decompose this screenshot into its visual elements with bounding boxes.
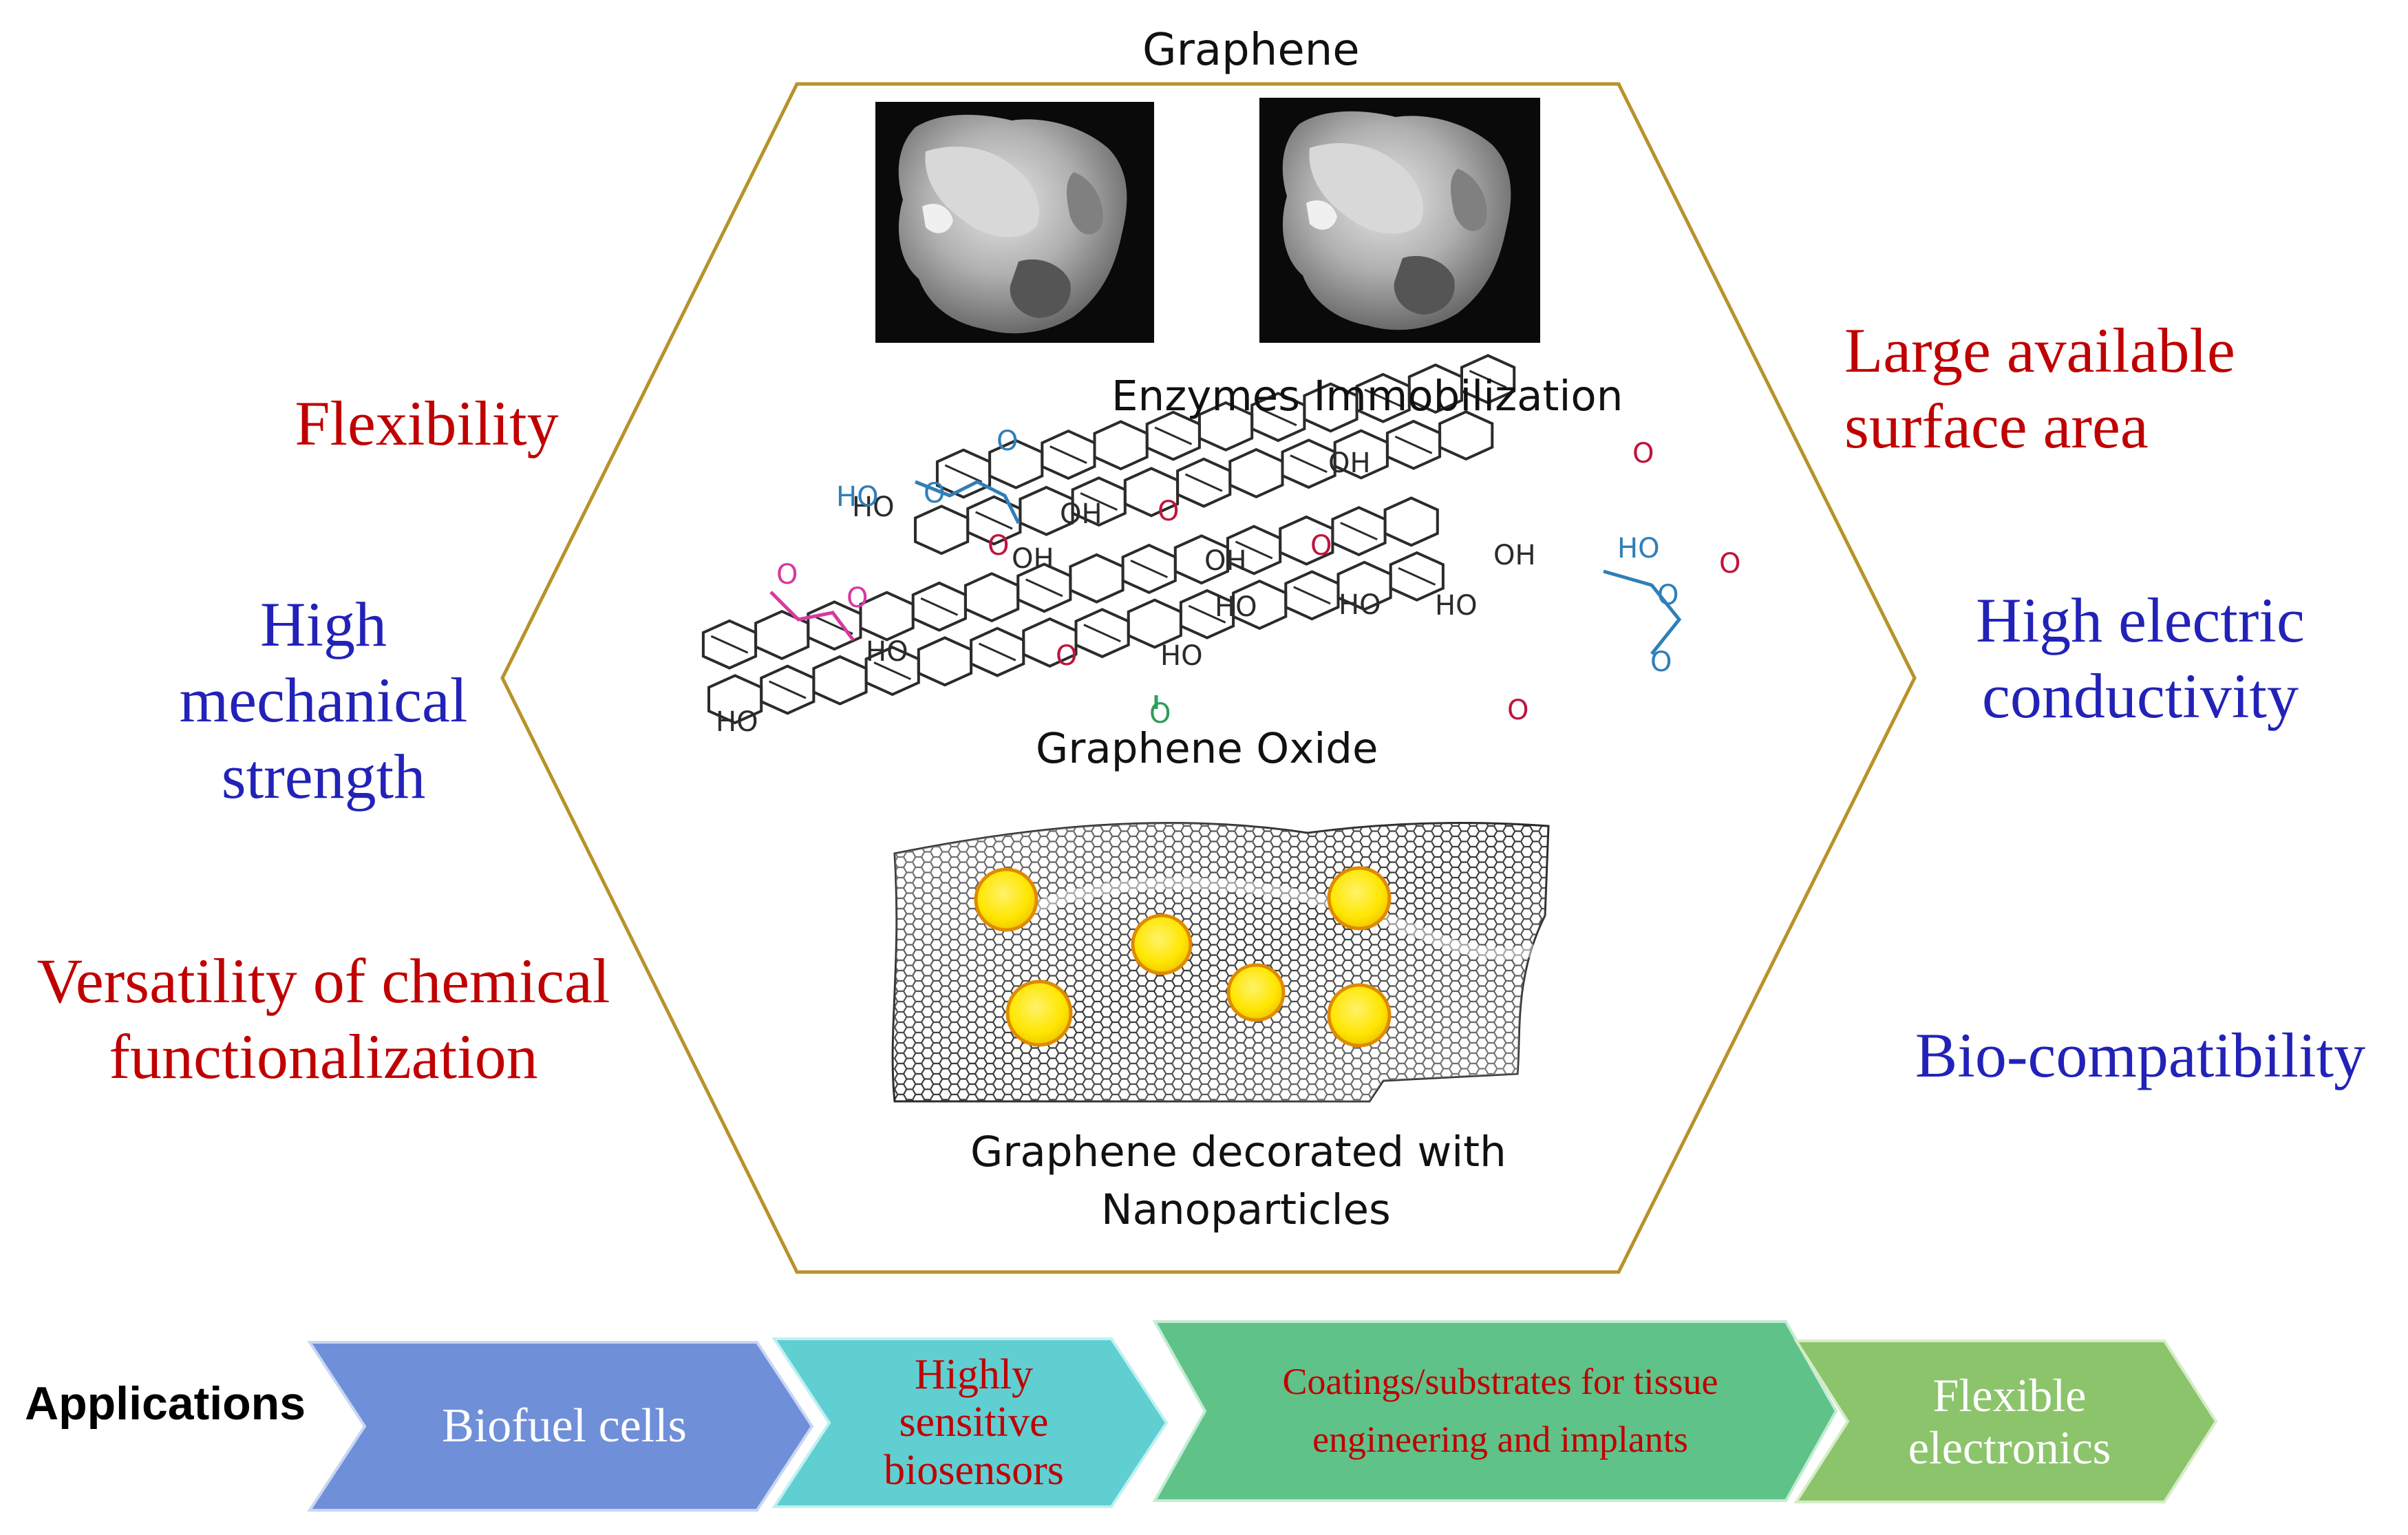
ring-bond <box>917 636 973 687</box>
functional-group-label: HO <box>1160 640 1203 672</box>
nanoparticles-label-line1: Graphene decorated with <box>970 1128 1506 1176</box>
functional-group-label: OH <box>1060 498 1102 530</box>
graphene-top-label: Graphene <box>1142 25 1360 76</box>
application-biofuel-cells: Biofuel cells <box>442 1399 687 1452</box>
chevron-flexible-electronics <box>1793 1340 2218 1503</box>
double-bond <box>1154 426 1193 445</box>
property-flexibility: Flexibility <box>295 388 559 458</box>
functional-group-label: O <box>997 425 1018 457</box>
double-bond <box>920 597 959 616</box>
double-bond <box>1188 604 1226 624</box>
functional-group-label: O <box>776 559 798 591</box>
property-biocompatibility: Bio-compatibility <box>1915 1020 2366 1090</box>
property-chemical-versatility: Versatility of chemical functionalizatio… <box>36 946 610 1092</box>
chevron-coatings <box>1152 1320 1838 1502</box>
double-bond <box>769 680 807 699</box>
ring-bond <box>859 591 915 642</box>
double-bond <box>1235 540 1273 560</box>
functional-group-label: O <box>1632 438 1654 469</box>
ring-bond <box>1383 496 1439 547</box>
application-flexible-electronics: Flexible electronics <box>1908 1368 2111 1474</box>
double-bond <box>1083 624 1121 643</box>
ring-bond <box>963 572 1020 623</box>
double-bond <box>710 635 749 654</box>
functional-group-label: O <box>1056 640 1077 672</box>
double-bond <box>1293 586 1331 605</box>
substituent-bond <box>1603 569 1682 655</box>
nanoparticle <box>1131 913 1193 975</box>
nanoparticle <box>1005 980 1073 1047</box>
functional-group-label: OH <box>1204 545 1247 577</box>
functional-group-label: O <box>988 530 1009 562</box>
double-bond <box>975 511 1013 530</box>
property-surface-area: Large available surface area <box>1844 315 2235 462</box>
double-bond <box>1394 435 1433 454</box>
double-bond <box>1340 522 1378 541</box>
functional-group-label: O <box>1310 530 1332 562</box>
functional-group-label: O <box>1149 698 1171 730</box>
double-bond <box>1398 567 1436 586</box>
graphene-nanoparticle-image <box>891 822 1550 1103</box>
graphene-oxide-label: Graphene Oxide <box>1036 724 1378 773</box>
functional-group-label: HO <box>1215 591 1257 623</box>
double-bond <box>1469 370 1507 389</box>
double-bond <box>1184 473 1223 492</box>
nanoparticle <box>1226 963 1286 1022</box>
functional-group-label: OH <box>1493 540 1536 571</box>
functional-group-label: HO <box>866 636 908 668</box>
ring-bond <box>1438 410 1494 461</box>
ring-bond <box>1389 551 1445 602</box>
functional-group-label: HO <box>836 481 879 513</box>
functional-group-label: HO <box>1339 589 1381 621</box>
double-bond <box>1259 407 1297 427</box>
functional-group-label: O <box>846 582 868 614</box>
ring-bond <box>1093 420 1149 471</box>
ring-bond <box>1460 354 1516 405</box>
ring-bond <box>812 655 868 706</box>
nanoparticle <box>974 867 1038 932</box>
substituent-bond <box>769 591 855 642</box>
double-bond <box>1025 578 1063 597</box>
substituent-bond <box>915 480 1021 525</box>
enzymes-immobilization-label: Enzymes Immobilization <box>1111 372 1623 421</box>
applications-title: Applications <box>25 1377 306 1430</box>
chevron-biofuel-cells <box>307 1341 814 1512</box>
enzyme-image-right <box>1259 98 1540 343</box>
ring-bond <box>1228 447 1284 498</box>
hexagon-frame <box>500 82 1917 1274</box>
nanoparticle <box>1327 983 1392 1048</box>
functional-group-label: O <box>1719 548 1740 580</box>
double-bond <box>873 661 912 681</box>
functional-group-label: HO <box>716 706 758 738</box>
application-biosensors: Highly sensitive biosensors <box>884 1351 1064 1494</box>
functional-group-label: O <box>1158 496 1179 527</box>
functional-group-label: O <box>1507 695 1528 726</box>
functional-group-label: HO <box>852 491 895 523</box>
property-mechanical-strength: High mechanical strength <box>179 589 468 812</box>
nanoparticles-label-line2: Nanoparticles <box>1101 1185 1391 1234</box>
double-bond <box>1130 559 1168 578</box>
ring-bond <box>1069 553 1125 604</box>
property-electric-conductivity: High electric conductivity <box>1976 585 2305 732</box>
functional-group-label: OH <box>1012 543 1054 575</box>
enzyme-image-left <box>875 102 1154 343</box>
double-bond <box>1364 388 1402 407</box>
application-coatings-substrates: Coatings/substrates for tissue engineeri… <box>1282 1361 1718 1460</box>
double-bond <box>944 464 983 483</box>
double-bond <box>978 642 1016 661</box>
functional-group-label: HO <box>1617 533 1660 564</box>
double-bond <box>1049 445 1087 465</box>
double-bond <box>1290 454 1328 474</box>
chevron-biosensors <box>771 1337 1169 1508</box>
functional-group-label: OH <box>1328 447 1371 479</box>
nanoparticle <box>1327 866 1392 931</box>
functional-group-label: HO <box>1435 590 1478 622</box>
double-bond <box>1080 492 1118 511</box>
ring-bond <box>914 505 970 555</box>
